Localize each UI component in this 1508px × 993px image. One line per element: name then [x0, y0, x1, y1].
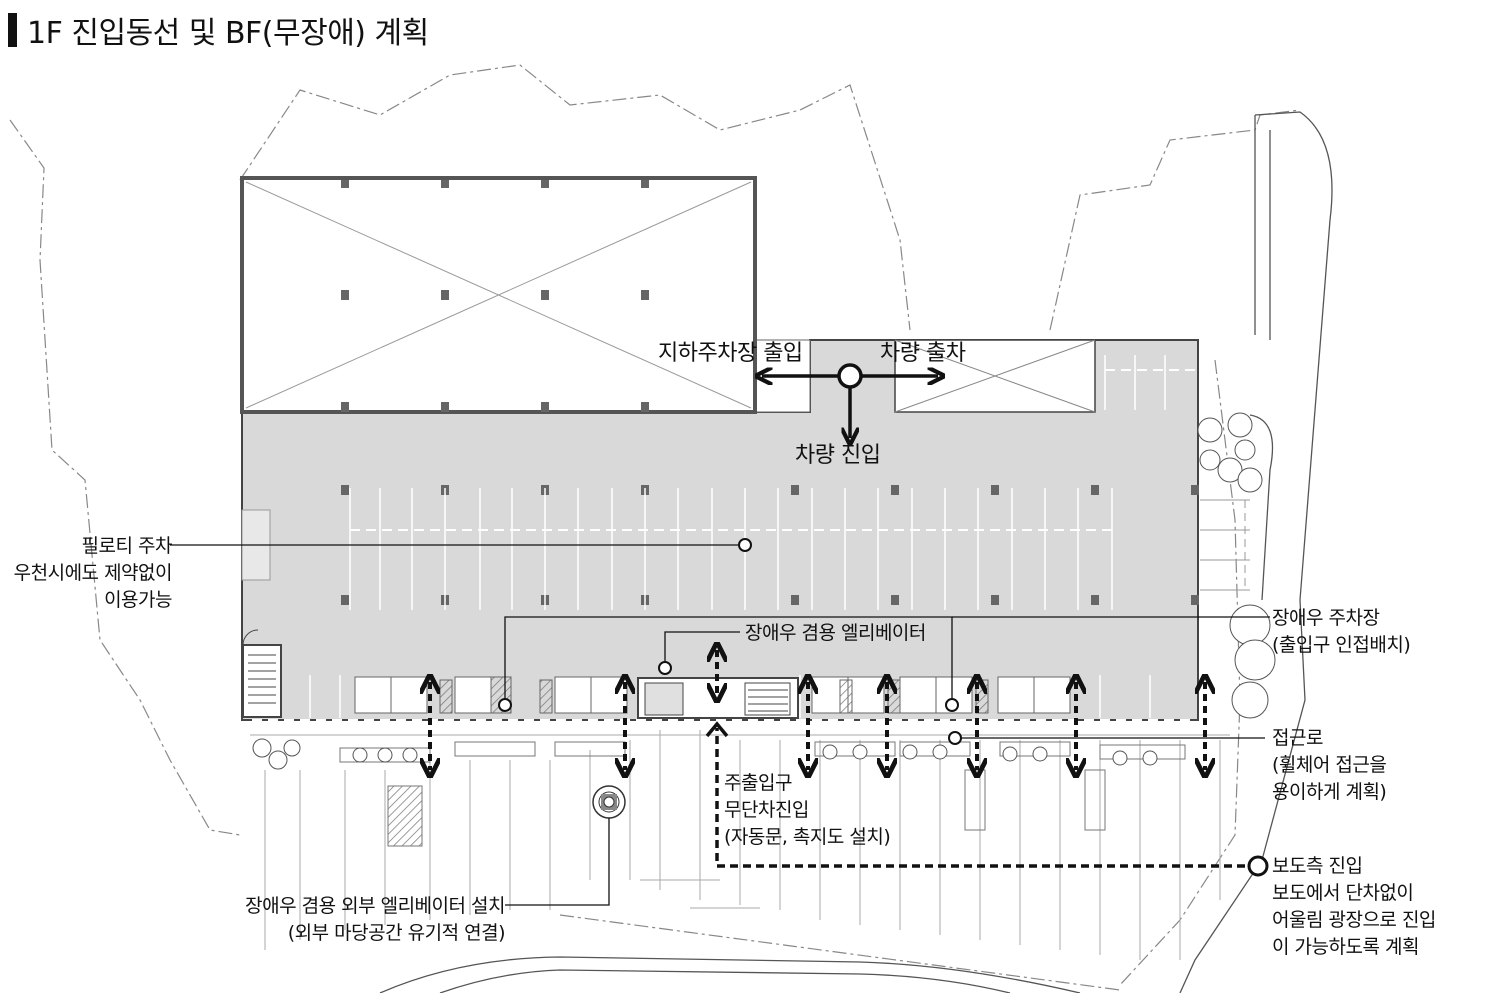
- trees: [252, 412, 1276, 770]
- title-text: 1F 진입동선 및 BF(무장애) 계획: [27, 16, 429, 51]
- label-disabled-parking-line1: 장애우 주차장: [1272, 607, 1380, 629]
- label-sidewalk-entry-line3: 어울림 광장으로 진입: [1272, 909, 1436, 931]
- label-main-entrance-line3: (자동문, 촉지도 설치): [724, 826, 891, 848]
- label-access-road-line2: (휠체어 접근을: [1272, 754, 1387, 776]
- label-main-entrance-line2: 무단차진입: [724, 799, 809, 821]
- label-sidewalk-entry: 보도측 진입 보도에서 단차없이 어울림 광장으로 진입 이 가능하도록 계획: [1272, 853, 1436, 961]
- label-access-road-line1: 접근로: [1272, 727, 1323, 749]
- central-core: [637, 677, 799, 719]
- label-outdoor-elevator-line1: 장애우 겸용 외부 엘리베이터 설치: [245, 895, 505, 917]
- label-vehicle-exit: 차량 출차: [880, 341, 966, 366]
- label-parking-entry: 지하주차장 출입: [658, 341, 803, 366]
- stair-core-left: [242, 629, 282, 718]
- label-piloti-line1: 필로티 주차: [81, 535, 173, 557]
- label-piloti-line3: 이용가능: [104, 589, 172, 611]
- label-piloti-line2: 우천시에도 제약없이: [13, 562, 173, 584]
- label-main-entrance: 주출입구 무단차진입 (자동문, 촉지도 설치): [724, 770, 891, 851]
- parking-stalls: [309, 355, 1166, 718]
- label-outdoor-elevator-line2: (외부 마당공간 유기적 연결): [287, 922, 506, 944]
- label-vehicle-entry: 차량 진입: [795, 443, 881, 468]
- label-elevator: 장애우 겸용 엘리베이터: [745, 622, 926, 644]
- planters: [339, 741, 1186, 847]
- leader-dots: [498, 538, 1269, 877]
- pedestrian-arrows: [430, 650, 1205, 770]
- label-main-entrance-line1: 주출입구: [724, 772, 792, 794]
- leader-lines: [170, 544, 1270, 906]
- label-outdoor-elevator: 장애우 겸용 외부 엘리베이터 설치 (외부 마당공간 유기적 연결): [245, 893, 505, 947]
- label-disabled-parking: 장애우 주차장 (출입구 인접배치): [1272, 605, 1411, 659]
- label-sidewalk-entry-line1: 보도측 진입: [1272, 855, 1363, 877]
- outdoor-elevator: [592, 785, 626, 819]
- label-sidewalk-entry-line2: 보도에서 단차없이: [1272, 882, 1414, 904]
- entrance-arrow-head: [705, 721, 729, 738]
- label-piloti: 필로티 주차 우천시에도 제약없이 이용가능: [13, 533, 173, 614]
- label-sidewalk-entry-line4: 이 가능하도록 계획: [1272, 936, 1419, 958]
- vehicle-arrows: [762, 363, 938, 438]
- road-outline: [379, 111, 1333, 993]
- accessible-stalls: [354, 676, 1071, 714]
- page-title: 1F 진입동선 및 BF(무장애) 계획: [8, 8, 429, 52]
- label-access-road-line3: 용이하게 계획): [1272, 781, 1387, 803]
- right-outdoor-stalls: [1200, 499, 1250, 591]
- entrance-route: [715, 728, 1258, 868]
- title-marker: [8, 13, 17, 47]
- label-access-road: 접근로 (휠체어 접근을 용이하게 계획): [1272, 725, 1387, 806]
- label-disabled-parking-line2: (출입구 인접배치): [1272, 634, 1411, 656]
